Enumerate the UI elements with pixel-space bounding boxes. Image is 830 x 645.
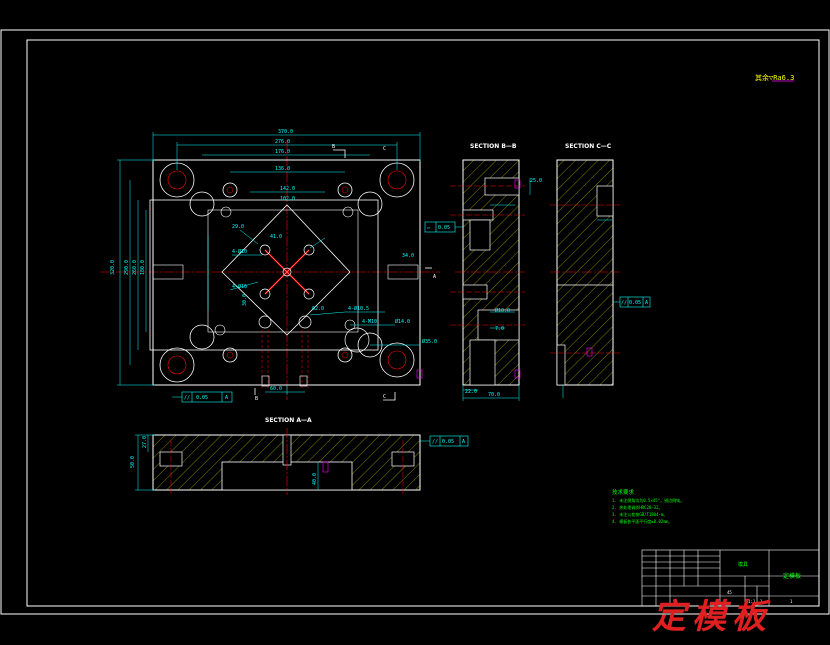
title-block-material: 45 [727, 590, 732, 595]
plan-runner-cross [259, 244, 315, 300]
section-aa-dim-pocket: 40.0 [312, 473, 318, 485]
section-bb-dim-mid: Ø10.0 [495, 307, 510, 314]
section-aa: SECTION A—A 50.0 27.0 40.0 // 0.05 A [130, 417, 469, 495]
tech-notes-heading: 技术要求 [612, 488, 635, 496]
aa-tol-datum: A [462, 439, 465, 445]
dim-4x: 4-Ø10 [232, 248, 247, 255]
plan-dimensions-top [152, 132, 421, 193]
sheet-inner-border [26, 39, 820, 607]
dim-overall-width: 370.0 [278, 129, 293, 135]
plan-tol-datum: A [225, 395, 228, 401]
plan-ejector-holes [258, 315, 370, 388]
section-mark-b-bottom: B [255, 396, 258, 402]
plan-tol-value: 0.05 [196, 395, 208, 401]
tech-note-1: 1. 未注倒角均为0.5×45°，锐边倒钝。 [612, 497, 684, 503]
cc-tol-symbol: // [621, 300, 627, 306]
dim-bottom-2: 62.0 [312, 306, 324, 312]
plan-screw-holes [214, 182, 356, 363]
plan-section-arrows [254, 149, 432, 401]
dim-width-3: 176.0 [275, 149, 290, 155]
plan-right-slot [387, 264, 419, 280]
title-block-part-name: 定模板 [783, 572, 801, 580]
tech-note-3: 3. 未注公差按GB/T1804-m。 [612, 511, 667, 517]
right-label-1: 4-Ø10.5 [348, 305, 369, 312]
dim-bottom-1: 60.0 [270, 386, 282, 392]
plan-magenta-mark [416, 369, 423, 379]
dim-center-2: 102.0 [280, 196, 295, 202]
section-cc-tolerance-frame: // 0.05 A [613, 296, 651, 308]
dim-center-1: 142.0 [280, 186, 295, 192]
section-mark-c-bottom: C [383, 394, 386, 400]
section-aa-dim-height: 50.0 [130, 456, 136, 468]
section-cc: SECTION C—C // 0.05 A [550, 143, 651, 398]
roughness-note: 其余▽Ra6.3 [755, 73, 794, 82]
title-block [641, 549, 820, 607]
dim-height-2: 290.0 [124, 260, 130, 275]
tech-note-2: 2. 热处理调质HRC28-32。 [612, 504, 663, 510]
section-bb-dim-top: 25.0 [530, 178, 542, 184]
section-aa-title: SECTION A—A [265, 417, 312, 424]
right-label-4: Ø35.0 [422, 338, 437, 345]
title-block-scale: 1:1 [748, 599, 756, 604]
dim-height-total: 320.0 [110, 260, 116, 275]
aa-tol-symbol: // [432, 439, 438, 445]
plan-tol-symbol: // [184, 395, 190, 401]
dim-diag-1: 29.0 [232, 224, 244, 230]
cc-tol-datum: A [645, 300, 648, 306]
title-block-sheet: 1 [760, 599, 763, 604]
section-aa-dim-depth: 27.0 [142, 436, 148, 448]
section-bb-tolerance-frame: ▱ 0.05 [424, 221, 463, 233]
dim-4x-2: 4-Ø16 [232, 283, 247, 290]
plan-dimensions-bottom [265, 385, 305, 395]
section-aa-tolerance-frame: // 0.05 A [420, 435, 469, 447]
right-label-2: 4-M10 [362, 319, 377, 325]
section-bb: SECTION B—B 70.0 25.0 Ø10.0 7.0 22.0 [424, 143, 542, 401]
plan-left-slot [152, 264, 184, 280]
section-cc-title: SECTION C—C [565, 143, 612, 150]
aa-tol-value: 0.05 [442, 439, 454, 445]
bb-tol-value: 0.05 [438, 225, 450, 231]
dim-height-4: 180.0 [140, 260, 146, 275]
dim-width-2: 276.0 [275, 139, 290, 145]
section-bb-title: SECTION B—B [470, 143, 517, 150]
right-label-3: Ø14.0 [395, 318, 410, 325]
dim-width-4: 136.0 [275, 166, 290, 172]
dim-height-3: 260.0 [132, 260, 138, 275]
dim-depth-1: 30.0 [242, 294, 248, 306]
section-mark-a: A [433, 274, 436, 280]
title-block-company: 模具 [738, 561, 748, 568]
dim-diag-2: 41.0 [270, 234, 282, 240]
plan-dimensions-left [117, 159, 209, 386]
dim-right: 34.0 [402, 253, 414, 259]
bb-tol-symbol: ▱ [427, 225, 430, 231]
cc-tol-value: 0.05 [629, 300, 641, 306]
plan-tolerance-frame: // 0.05 A [172, 391, 233, 403]
plan-inner-frame [149, 199, 379, 351]
title-block-total: 1 [790, 599, 793, 604]
tech-notes: 技术要求 1. 未注倒角均为0.5×45°，锐边倒钝。 2. 热处理调质HRC2… [612, 488, 684, 524]
plan-diamond-cavity [221, 204, 351, 336]
tech-note-4: 4. 模板各平面平行度≤0.02mm。 [612, 518, 672, 524]
section-bb-dim-width: 70.0 [488, 392, 500, 398]
section-mark-c-top: C [383, 146, 386, 152]
sheet-outer-border [0, 29, 830, 615]
watermark-brand: 定模板 [651, 597, 772, 637]
section-bb-dim-bot: 7.0 [495, 326, 504, 332]
section-mark-b-top: B [332, 144, 335, 150]
plan-leaders [229, 229, 420, 346]
plan-view: 370.0 276.0 176.0 136.0 142.0 102.0 320.… [100, 129, 440, 403]
section-bb-dim-base: 22.0 [465, 389, 477, 395]
